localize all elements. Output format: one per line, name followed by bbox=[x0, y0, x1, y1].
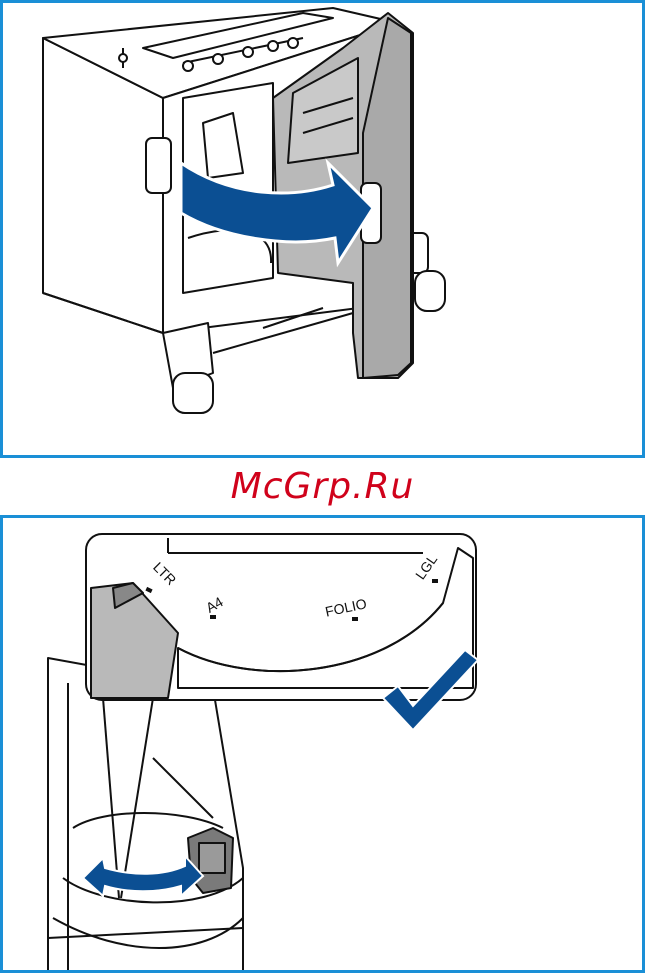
caster-wheel-left bbox=[173, 373, 213, 413]
tray-door-drawing bbox=[3, 3, 645, 458]
illustration-open-tray-door bbox=[0, 0, 645, 458]
cabinet-handle bbox=[146, 138, 171, 193]
dial-drawing: LTR A4 FOLIO LGL bbox=[3, 518, 645, 973]
caster-wheel-right bbox=[415, 271, 445, 311]
illustration-paper-size-dial: LTR A4 FOLIO LGL bbox=[0, 515, 645, 973]
watermark: McGrp.Ru bbox=[0, 466, 645, 507]
